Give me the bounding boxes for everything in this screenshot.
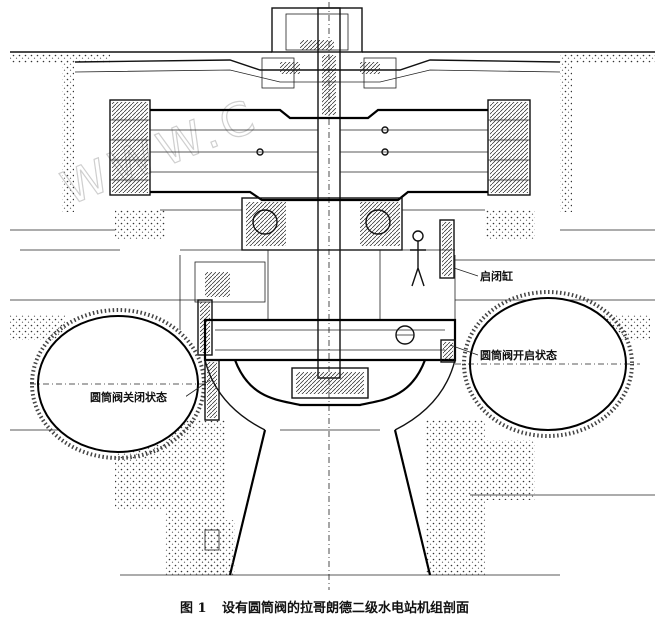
label-valve-open: 圆筒阀开启状态 — [480, 348, 557, 362]
leader-lines — [184, 267, 479, 398]
generator-upper-bracket — [74, 57, 561, 89]
control-house — [271, 7, 363, 53]
label-actuator: 启闭缸 — [480, 269, 513, 283]
head-cover — [203, 318, 457, 362]
draft-tube — [195, 429, 432, 576]
main-shaft — [317, 2, 341, 590]
thrust-bearing — [160, 197, 485, 251]
cylinder-valve — [204, 339, 456, 421]
figure-number: 图 1 — [180, 601, 207, 616]
person-figure — [410, 230, 426, 287]
powerhouse-floors — [10, 51, 655, 576]
generator-rotor — [150, 108, 488, 202]
spiral-case-right — [455, 290, 640, 438]
stator-left — [109, 99, 151, 196]
stator-right — [487, 99, 531, 196]
turbine-runner — [204, 359, 456, 431]
figure-caption: 设有圆筒阀的拉哥朗德二级水电站机组剖面 — [222, 600, 469, 616]
watermark: WWW.C — [54, 87, 267, 215]
label-valve-closed: 圆筒阀关闭状态 — [90, 390, 167, 404]
